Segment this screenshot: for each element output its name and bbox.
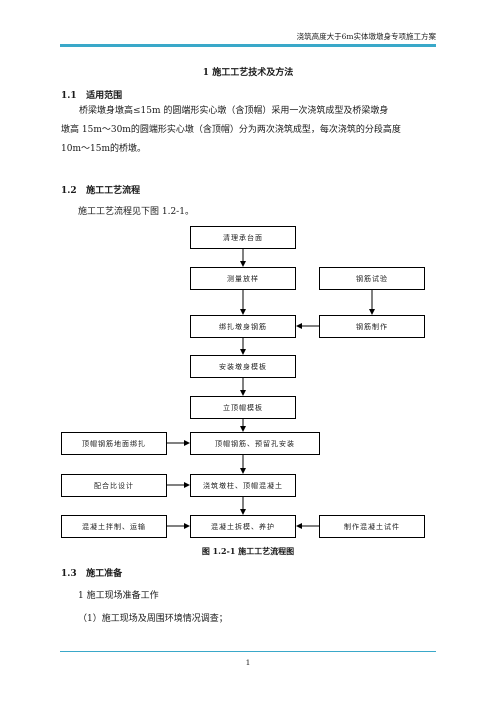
flow-intro: 施工工艺流程见下图 1.2-1。 [78,207,194,217]
paragraph-line: 墩高 15m～30m的圆端形实心墩（含顶帽）分为两次浇筑成型，每次浇筑的分段高度 [61,125,401,135]
figure-caption: 图 1.2-1 施工工艺流程图 [201,546,295,556]
section-number: 1.2 [61,186,77,196]
section-1-3-heading: 1.3 施工准备 [61,566,122,579]
flow-box-specimens: 制作混凝土试件 [319,515,425,538]
section-title: 施工工艺流程 [86,186,141,196]
list-item: 1 施工现场准备工作 [78,591,159,601]
section-1-1-heading: 1.1 适用范围 [61,88,122,101]
flow-box-rebar-test: 钢筋试验 [319,267,425,290]
section-number: 1.1 [61,91,77,101]
flow-box-mix-transport: 混凝土拌制、运输 [61,515,167,538]
flow-box-cap-rebar-ground: 顶帽钢筋地面绑扎 [61,432,167,455]
paragraph-line: 桥梁墩身墩高≤15m 的圆端形实心墩（含顶帽）采用一次浇筑成型及桥梁墩身 [79,106,389,116]
flow-box-mix-design: 配合比设计 [61,474,167,497]
section-1-2-heading: 1.2 施工工艺流程 [61,183,140,196]
flow-box-strip-cure: 混凝土拆模、养护 [190,515,296,538]
flow-box-clean-cap: 清理承台面 [190,226,296,249]
flow-box-install-formwork: 安装墩身模板 [190,355,296,378]
flow-box-pour-concrete: 浇筑墩柱、顶帽混凝土 [190,474,296,497]
section-1-title: 1 施工工艺技术及方法 [202,68,294,78]
flow-box-rebar-fab: 钢筋制作 [319,315,425,338]
flow-box-tie-rebar: 绑扎墩身钢筋 [190,315,296,338]
list-item: （1）施工现场及周围环境情况调查； [78,614,228,624]
flow-box-cap-rebar-install: 顶帽钢筋、预留孔安装 [190,432,320,455]
flow-box-survey: 测量放样 [190,267,296,290]
section-number: 1.3 [61,569,77,579]
paragraph-line: 10m～15m的桥墩。 [61,144,146,154]
section-title: 施工准备 [86,569,123,579]
header-rule [60,44,436,47]
flow-box-cap-formwork: 立顶帽模板 [190,396,296,419]
page-number: 1 [245,658,251,667]
section-title: 适用范围 [86,91,123,101]
page-header: 浇筑高度大于6m实体墩墩身专项施工方案 [296,32,436,41]
footer-rule [60,651,436,652]
